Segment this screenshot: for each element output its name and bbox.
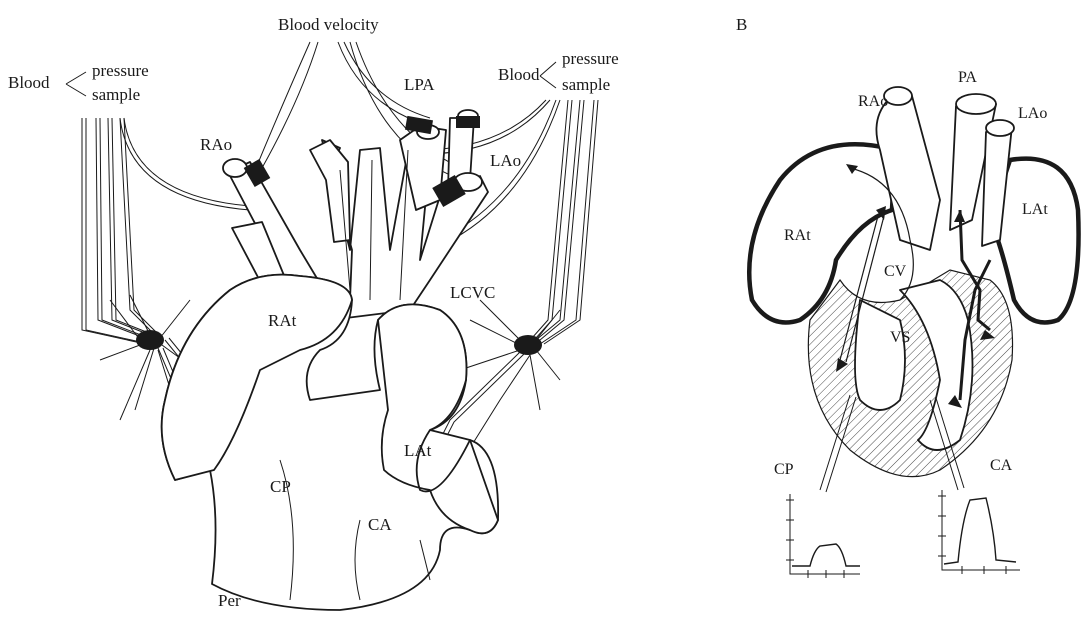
label-sample-left: sample: [92, 85, 140, 104]
left-ligature: [136, 330, 164, 350]
label-lao-b: LAo: [1018, 105, 1047, 122]
panel-letter-b: B: [736, 15, 747, 34]
bracket-right: [540, 62, 556, 88]
label-lcvc: LCVC: [450, 283, 495, 302]
label-lat-b: LAt: [1022, 201, 1048, 218]
label-blood-right: Blood: [498, 65, 540, 84]
label-sample-right: sample: [562, 75, 610, 94]
label-rat-a: RAt: [268, 311, 297, 330]
label-lpa: LPA: [404, 75, 435, 94]
heart-body: [162, 275, 498, 610]
label-lao-a: LAo: [490, 151, 521, 170]
label-blood-left: Blood: [8, 73, 50, 92]
panel-a: Blood velocity Blood pressure sample Blo…: [8, 15, 619, 610]
label-rao-a: RAo: [200, 135, 232, 154]
label-pressure-right: pressure: [562, 49, 619, 68]
label-lat-a: LAt: [404, 441, 432, 460]
right-aorta-vessel: [876, 96, 940, 250]
label-rat-b: RAt: [784, 227, 811, 244]
label-blood-velocity: Blood velocity: [278, 15, 379, 34]
panel-b: B: [736, 15, 1079, 578]
label-per: Per: [218, 591, 241, 610]
label-ca-b: CA: [990, 457, 1013, 474]
label-vs: VS: [890, 329, 910, 346]
label-cp-a: CP: [270, 477, 291, 496]
pressure-trace-ca: [938, 490, 1020, 574]
label-cv: CV: [884, 263, 907, 280]
bracket-left: [66, 72, 86, 96]
label-cp-b: CP: [774, 461, 794, 478]
label-rao-b: RAo: [858, 93, 888, 110]
label-ca-a: CA: [368, 515, 392, 534]
label-pressure-left: pressure: [92, 61, 149, 80]
pressure-trace-cp: [786, 494, 860, 578]
label-pa: PA: [958, 69, 977, 86]
